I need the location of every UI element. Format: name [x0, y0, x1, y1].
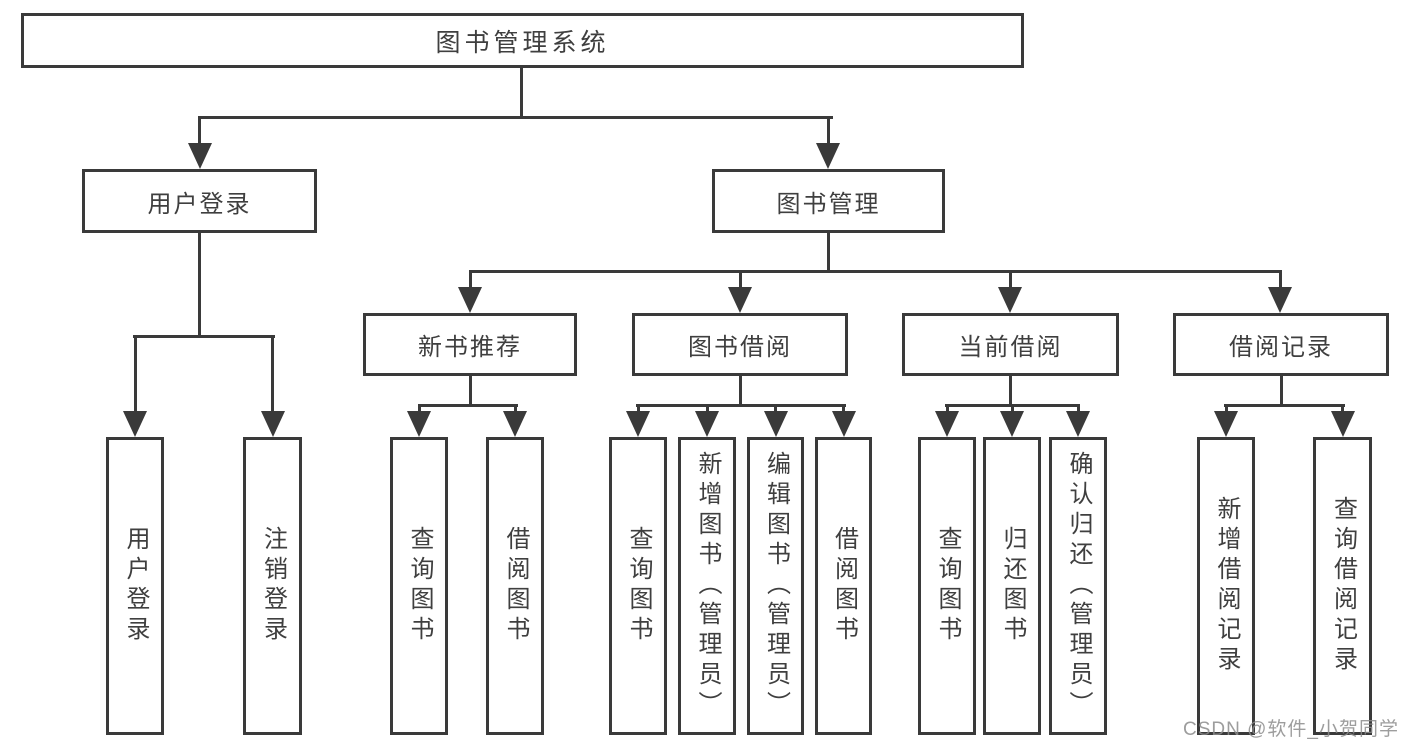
connector-user-login-split — [133, 335, 275, 338]
connector-leaf — [1225, 404, 1228, 413]
arrow-down-icon — [816, 143, 840, 169]
connector-to-current — [1009, 270, 1012, 289]
connector-user-login-stem — [198, 233, 201, 338]
connector-book-mgmt-stem — [827, 233, 830, 273]
leaf-bb-borrow-books-label: 借阅图书 — [830, 526, 858, 646]
leaf-bb-add-books-admin: 新增图书（管理员） — [678, 437, 736, 735]
leaf-cb-confirm-return-admin-label: 确认归还（管理员） — [1065, 451, 1092, 721]
leaf-logout-label: 注销登录 — [259, 526, 287, 646]
arrow-down-icon — [407, 411, 431, 437]
connector-group0-stem — [469, 376, 472, 407]
connector-leaf — [514, 404, 517, 413]
connector-leaf — [1341, 404, 1344, 413]
connector-leaf — [946, 404, 949, 413]
connector-book-mgmt-split — [469, 270, 1282, 273]
leaf-cb-return-books: 归还图书 — [983, 437, 1041, 735]
leaf-cb-return-books-label: 归还图书 — [999, 526, 1026, 646]
leaf-bb-query-books-label: 查询图书 — [625, 526, 652, 646]
connector-leaf — [418, 404, 421, 413]
leaf-cb-query-books-label: 查询图书 — [934, 526, 961, 646]
arrow-down-icon — [123, 411, 147, 437]
leaf-cb-query-books: 查询图书 — [918, 437, 976, 735]
connector-to-user-login — [198, 116, 201, 145]
leaf-nb-query-books-label: 查询图书 — [406, 526, 433, 646]
node-new-book-recommend: 新书推荐 — [363, 313, 577, 376]
arrow-down-icon — [1268, 287, 1292, 313]
arrow-down-icon — [1214, 411, 1238, 437]
connector-leaf — [1011, 404, 1014, 413]
arrow-down-icon — [935, 411, 959, 437]
connector-leaf — [637, 404, 640, 413]
node-borrow-records-label: 借阅记录 — [1229, 334, 1333, 361]
connector-to-borrowing — [739, 270, 742, 289]
node-book-management-label: 图书管理 — [776, 190, 881, 218]
leaf-logout: 注销登录 — [243, 437, 302, 735]
connector-root-split — [198, 116, 833, 119]
node-book-borrowing: 图书借阅 — [632, 313, 848, 376]
connector-root-stem — [520, 66, 523, 118]
leaf-nb-query-books: 查询图书 — [390, 437, 448, 735]
leaf-user-login: 用户登录 — [106, 437, 164, 735]
leaf-cb-confirm-return-admin: 确认归还（管理员） — [1049, 437, 1107, 735]
connector-group1-split — [636, 404, 846, 407]
connector-leaf — [706, 404, 709, 413]
leaf-bb-edit-books-admin: 编辑图书（管理员） — [747, 437, 804, 735]
connector-group0-split — [418, 404, 518, 407]
connector-to-logout-leaf — [271, 335, 274, 413]
connector-leaf — [1077, 404, 1080, 413]
node-library-system: 图书管理系统 — [21, 13, 1024, 68]
csdn-watermark: CSDN @软件_小贺同学 — [1183, 719, 1399, 740]
leaf-bb-edit-books-admin-label: 编辑图书（管理员） — [762, 451, 790, 721]
arrow-down-icon — [1000, 411, 1024, 437]
leaf-bb-add-books-admin-label: 新增图书（管理员） — [694, 451, 721, 721]
node-current-borrowing: 当前借阅 — [902, 313, 1119, 376]
leaf-bb-query-books: 查询图书 — [609, 437, 667, 735]
leaf-user-login-label: 用户登录 — [122, 526, 149, 646]
connector-group2-stem — [1009, 376, 1012, 407]
arrow-down-icon — [188, 143, 212, 169]
arrow-down-icon — [1331, 411, 1355, 437]
connector-to-records — [1279, 270, 1282, 289]
connector-group1-stem — [739, 376, 742, 407]
node-book-borrowing-label: 图书借阅 — [688, 334, 792, 361]
node-user-login: 用户登录 — [82, 169, 317, 233]
leaf-br-add-record-label: 新增借阅记录 — [1213, 496, 1240, 676]
node-user-login-label: 用户登录 — [147, 190, 252, 218]
leaf-br-query-record: 查询借阅记录 — [1313, 437, 1372, 735]
connector-to-login-leaf — [134, 335, 137, 413]
arrow-down-icon — [728, 287, 752, 313]
arrow-down-icon — [503, 411, 527, 437]
arrow-down-icon — [832, 411, 856, 437]
leaf-nb-borrow-books-label: 借阅图书 — [502, 526, 529, 646]
leaf-bb-borrow-books: 借阅图书 — [815, 437, 872, 735]
connector-leaf — [774, 404, 777, 413]
arrow-down-icon — [1066, 411, 1090, 437]
arrow-down-icon — [458, 287, 482, 313]
node-new-book-recommend-label: 新书推荐 — [418, 334, 522, 361]
leaf-nb-borrow-books: 借阅图书 — [486, 437, 544, 735]
node-book-management: 图书管理 — [712, 169, 945, 233]
leaf-br-add-record: 新增借阅记录 — [1197, 437, 1255, 735]
arrow-down-icon — [764, 411, 788, 437]
leaf-br-query-record-label: 查询借阅记录 — [1329, 496, 1357, 676]
connector-group3-stem — [1280, 376, 1283, 407]
connector-leaf — [842, 404, 845, 413]
node-current-borrowing-label: 当前借阅 — [958, 334, 1063, 361]
arrow-down-icon — [695, 411, 719, 437]
connector-to-new-books — [469, 270, 472, 289]
connector-to-book-mgmt — [827, 116, 830, 145]
arrow-down-icon — [261, 411, 285, 437]
connector-group3-split — [1224, 404, 1345, 407]
arrow-down-icon — [626, 411, 650, 437]
arrow-down-icon — [998, 287, 1022, 313]
node-borrow-records: 借阅记录 — [1173, 313, 1389, 376]
node-library-system-label: 图书管理系统 — [435, 28, 610, 57]
